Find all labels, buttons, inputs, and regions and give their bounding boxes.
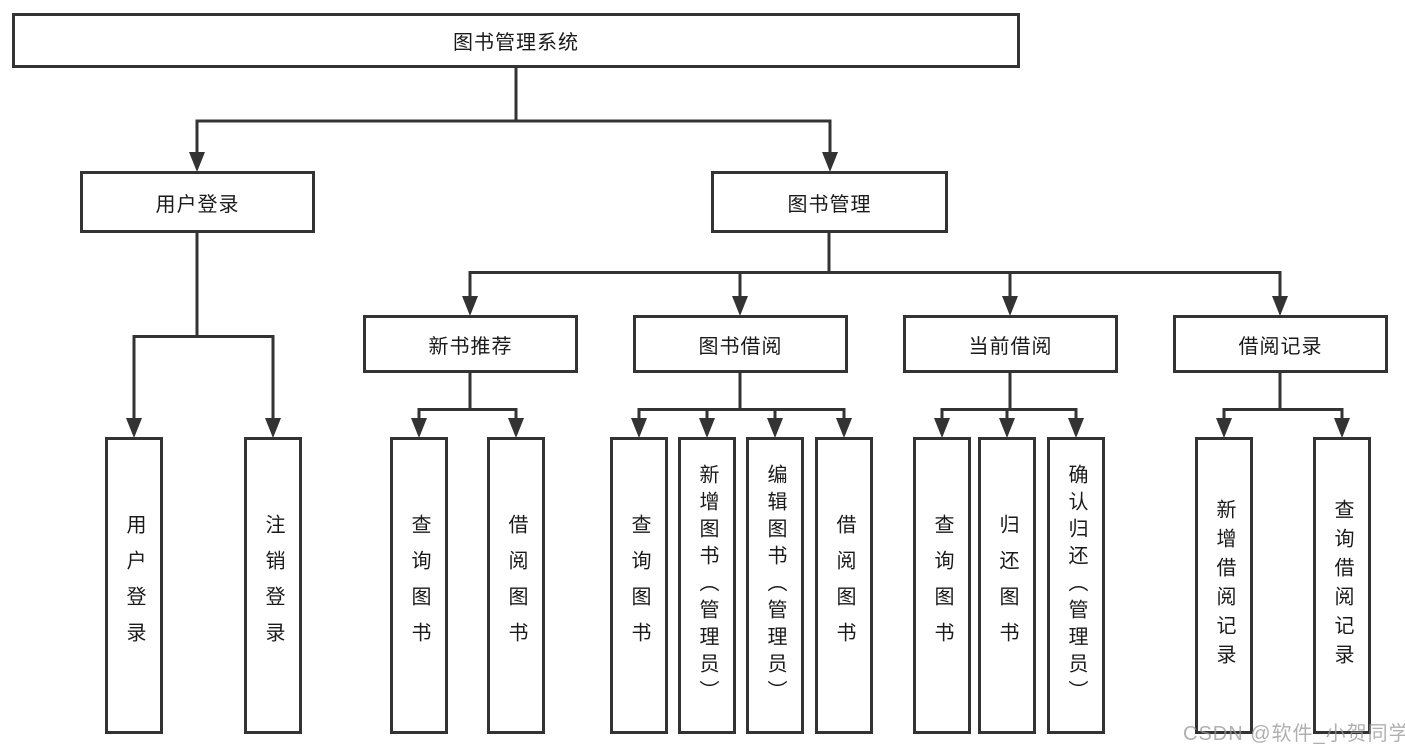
node-borrow-books-borrowing-label: 借阅图书: [833, 513, 855, 658]
node-user-login-action-label: 用户登录: [123, 513, 145, 658]
node-book-borrowing-label: 图书借阅: [698, 335, 783, 358]
node-new-book-recommend-label: 新书推荐: [428, 335, 513, 358]
node-borrowing-records-label: 借阅记录: [1238, 335, 1323, 358]
node-book-management-branch-label: 图书管理: [787, 193, 872, 216]
arrowheads: [126, 152, 1350, 438]
node-user-login-branch-label: 用户登录: [155, 193, 240, 216]
node-borrow-books-borrowing: 借阅图书: [815, 437, 873, 734]
node-root-library-management-system: 图书管理系统: [12, 13, 1020, 68]
node-root-label: 图书管理系统: [453, 32, 579, 54]
node-confirm-return-admin: 确认归还（管理员）: [1047, 437, 1105, 734]
node-add-borrow-record-label: 新增借阅记录: [1213, 498, 1235, 673]
node-add-books-admin: 新增图书（管理员）: [678, 437, 736, 734]
node-book-management-branch: 图书管理: [711, 171, 948, 233]
node-borrow-books-recommend: 借阅图书: [487, 437, 545, 734]
node-query-books-borrowing-label: 查询图书: [628, 513, 650, 658]
node-add-books-admin-label: 新增图书（管理员）: [696, 464, 718, 707]
node-query-borrow-record: 查询借阅记录: [1313, 437, 1371, 734]
node-user-login-branch: 用户登录: [80, 171, 315, 233]
node-query-books-current-label: 查询图书: [931, 513, 953, 658]
node-query-books-current: 查询图书: [913, 437, 971, 734]
node-edit-books-admin-label: 编辑图书（管理员）: [764, 464, 786, 707]
node-book-borrowing: 图书借阅: [633, 315, 848, 373]
node-new-book-recommend: 新书推荐: [363, 315, 578, 373]
node-borrow-books-recommend-label: 借阅图书: [505, 513, 527, 658]
node-logout-action: 注销登录: [244, 437, 302, 734]
node-return-books-label: 归还图书: [996, 513, 1018, 658]
csdn-watermark: CSDN @软件_小贺同学: [1183, 723, 1405, 745]
node-edit-books-admin: 编辑图书（管理员）: [746, 437, 804, 734]
node-add-borrow-record: 新增借阅记录: [1195, 437, 1253, 734]
node-confirm-return-admin-label: 确认归还（管理员）: [1065, 464, 1087, 707]
node-return-books: 归还图书: [978, 437, 1036, 734]
node-query-borrow-record-label: 查询借阅记录: [1331, 498, 1353, 673]
node-logout-action-label: 注销登录: [262, 513, 284, 658]
node-query-books-borrowing: 查询图书: [610, 437, 668, 734]
node-borrowing-records: 借阅记录: [1173, 315, 1388, 373]
node-current-borrowing-label: 当前借阅: [968, 335, 1053, 358]
node-query-books-recommend: 查询图书: [390, 437, 448, 734]
node-current-borrowing: 当前借阅: [903, 315, 1118, 373]
node-query-books-recommend-label: 查询图书: [408, 513, 430, 658]
node-user-login-action: 用户登录: [105, 437, 163, 734]
